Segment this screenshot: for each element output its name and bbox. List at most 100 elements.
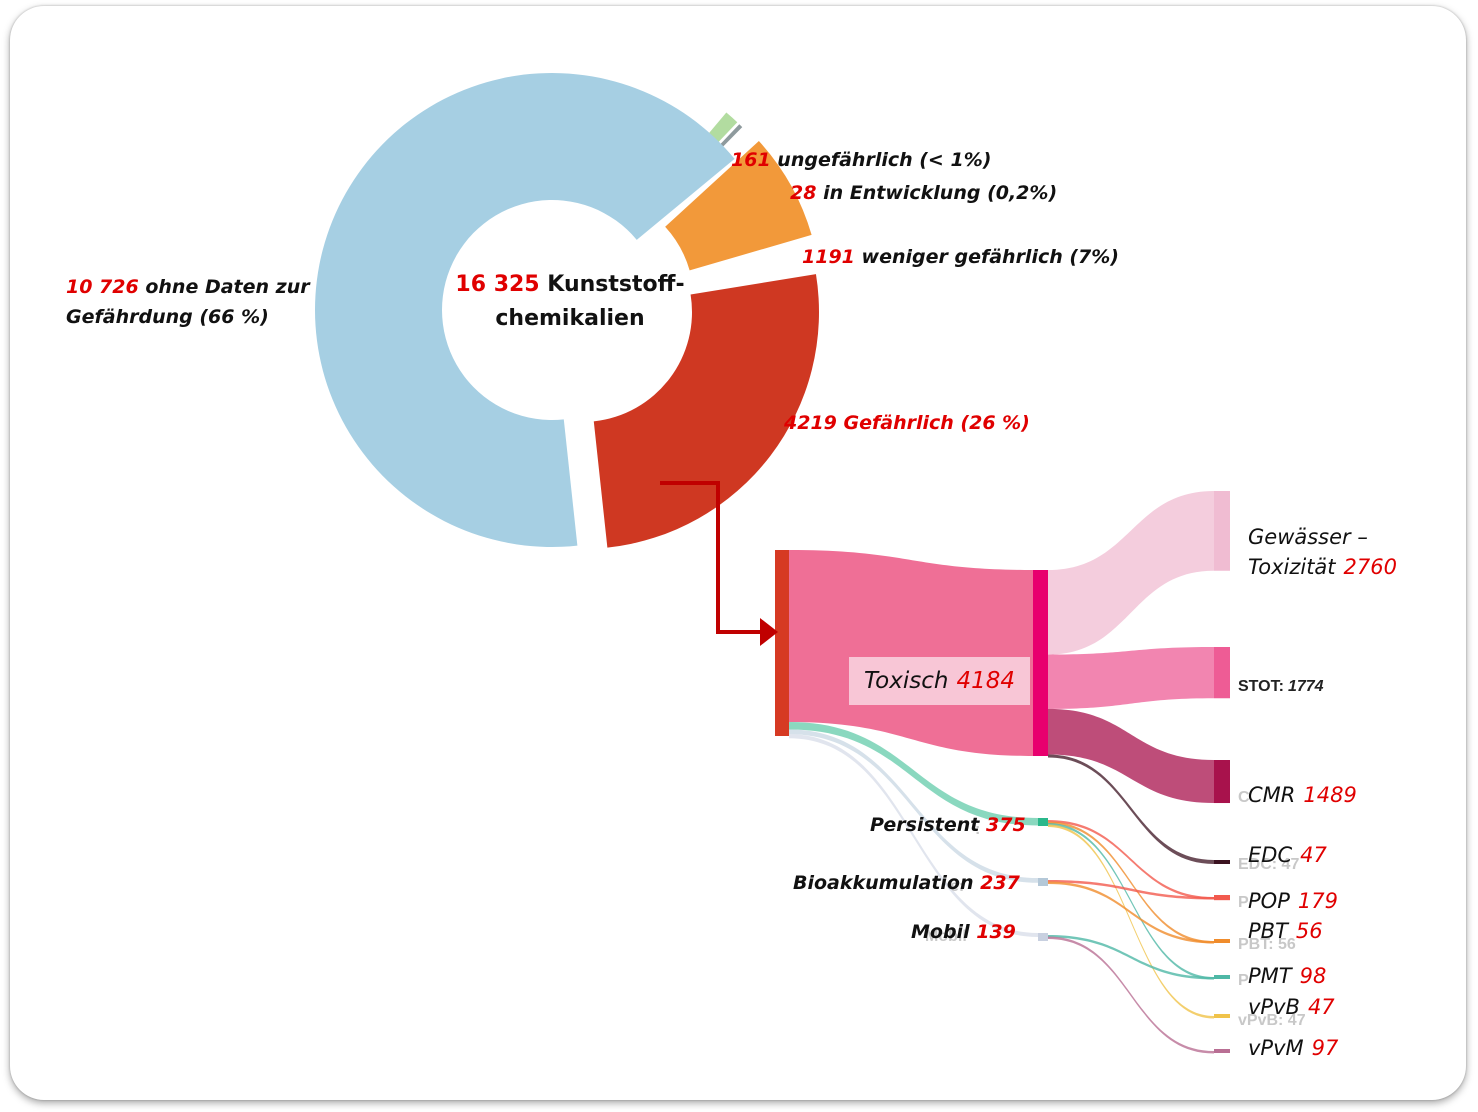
property-label-persistent: Persistent 375 — [870, 810, 1026, 840]
target-text: EDC — [1248, 843, 1293, 867]
property-value: 237 — [980, 872, 1020, 894]
node-gefaehrlich — [775, 550, 789, 736]
target-text: STOT: — [1238, 678, 1284, 695]
node-property — [1038, 878, 1048, 886]
link-band — [1048, 708, 1214, 804]
slice-label-ungefaehrlich: 161 ungefährlich (< 1%) — [731, 145, 991, 175]
property-text: Mobil — [911, 921, 970, 943]
ghost-label: vPvB: 47 — [1238, 1012, 1306, 1029]
ghost-label: : — [975, 821, 981, 838]
node-target — [1214, 895, 1230, 901]
toxisch-label: Toxisch — [863, 668, 949, 694]
target-value: 47 — [1307, 995, 1335, 1019]
donut-slice — [593, 274, 820, 548]
property-label-mobil: Mobil 139 — [911, 917, 1016, 947]
link-band — [1048, 936, 1214, 1054]
node-toxisch — [1033, 570, 1048, 756]
target-value: 1489 — [1303, 783, 1357, 807]
link-band — [1048, 881, 1214, 944]
target-value: 1774 — [1287, 678, 1324, 695]
target-label-pmt: PMT 98 — [1248, 964, 1326, 988]
ghost-label: PBT: 56 — [1238, 936, 1296, 953]
link-band — [789, 734, 1038, 937]
target-text-2: Toxizität — [1248, 555, 1336, 579]
slice-number: 28 — [790, 182, 817, 204]
target-text: vPvM — [1248, 1036, 1304, 1060]
target-label-pbt: PBT 56 — [1248, 919, 1323, 943]
target-label-stot: STOT:1774 — [1238, 678, 1324, 696]
ghost-label: P — [1238, 894, 1249, 911]
node-target — [1214, 491, 1230, 571]
target-label-vpvb: vPvB 47 — [1248, 995, 1335, 1019]
ghost-label: Mobil — [925, 928, 967, 945]
donut-center-label: 16 325 Kunststoff- chemikalien — [440, 268, 700, 336]
slice-text: Gefährlich (26 %) — [843, 412, 1030, 434]
donut-slice — [665, 141, 812, 271]
node-property — [1038, 818, 1048, 826]
ghost-label: EDC: 47 — [1238, 856, 1300, 873]
target-text: PMT — [1248, 964, 1292, 988]
node-target — [1214, 975, 1230, 979]
sankey-chart — [775, 491, 1230, 1054]
property-label-bioakkumulation: Bioakkumulation 237 — [793, 868, 1020, 898]
toxisch-value: 4184 — [956, 668, 1016, 694]
link-band — [789, 550, 1033, 756]
toxisch-node-label: Toxisch 4184 — [849, 657, 1030, 705]
slice-number: 161 — [731, 149, 771, 171]
ghost-label: P — [1238, 972, 1249, 989]
slice-label-entwicklung: 28 in Entwicklung (0,2%) — [790, 178, 1057, 208]
target-value: 47 — [1300, 843, 1327, 867]
slice-number: 1191 — [802, 246, 855, 268]
property-value: 139 — [976, 921, 1016, 943]
link-band — [1048, 824, 1214, 1019]
target-label-cmr: CMR 1489 — [1248, 783, 1357, 807]
slice-text: weniger gefährlich (7%) — [861, 246, 1119, 268]
ghost-label: C — [1238, 789, 1250, 806]
link-band — [1048, 823, 1214, 980]
donut-chart — [315, 73, 820, 548]
total-number: 16 325 — [455, 272, 540, 297]
node-target — [1214, 1049, 1230, 1053]
target-text: CMR — [1248, 783, 1296, 807]
target-text: POP — [1248, 889, 1290, 913]
link-band — [1048, 754, 1214, 864]
slice-number: 10 726 — [66, 276, 139, 298]
target-text: Gewässer – — [1248, 525, 1368, 549]
target-text: vPvB — [1248, 995, 1300, 1019]
slice-label-weniger: 1191 weniger gefährlich (7%) — [802, 242, 1119, 272]
target-value: 56 — [1295, 919, 1323, 943]
slice-text: in Entwicklung (0,2%) — [823, 182, 1058, 204]
link-band — [1048, 880, 1214, 900]
slice-label-ohne-daten: 10 726 ohne Daten zur Gefährdung (66 %) — [66, 272, 310, 332]
link-band — [1048, 647, 1214, 709]
target-value: 98 — [1299, 964, 1327, 988]
property-text: Bioakkumulation — [793, 872, 974, 894]
total-text: Kunststoff- — [547, 272, 685, 297]
slice-number: 4219 — [784, 412, 837, 434]
target-value: 179 — [1297, 889, 1338, 913]
slice-text: ungefährlich (< 1%) — [777, 149, 992, 171]
target-label-gewaesser: Gewässer – Toxizität 2760 — [1248, 522, 1397, 582]
link-band — [1048, 935, 1214, 980]
slice-text-2: Gefährdung (66 %) — [66, 306, 269, 328]
link-band — [1048, 821, 1214, 944]
target-text: PBT — [1248, 919, 1288, 943]
target-value: 2760 — [1343, 555, 1397, 579]
link-band — [1048, 820, 1214, 900]
node-target — [1214, 939, 1230, 943]
slice-text: ohne Daten zur — [145, 276, 310, 298]
node-target — [1214, 760, 1230, 804]
target-label-edc: EDC 47 — [1248, 843, 1327, 867]
slice-label-gefaehrlich: 4219 Gefährlich (26 %) — [784, 408, 1030, 438]
target-label-pop: POP 179 — [1248, 889, 1338, 913]
link-band — [1048, 491, 1214, 655]
ghost-label: e: — [950, 878, 965, 895]
node-target — [1214, 647, 1230, 699]
connector-arrow — [660, 481, 778, 646]
node-target — [1214, 860, 1230, 864]
property-text: Persistent — [870, 814, 980, 836]
donut-slice — [315, 73, 735, 548]
node-property — [1038, 933, 1048, 941]
node-target — [1214, 1014, 1230, 1018]
